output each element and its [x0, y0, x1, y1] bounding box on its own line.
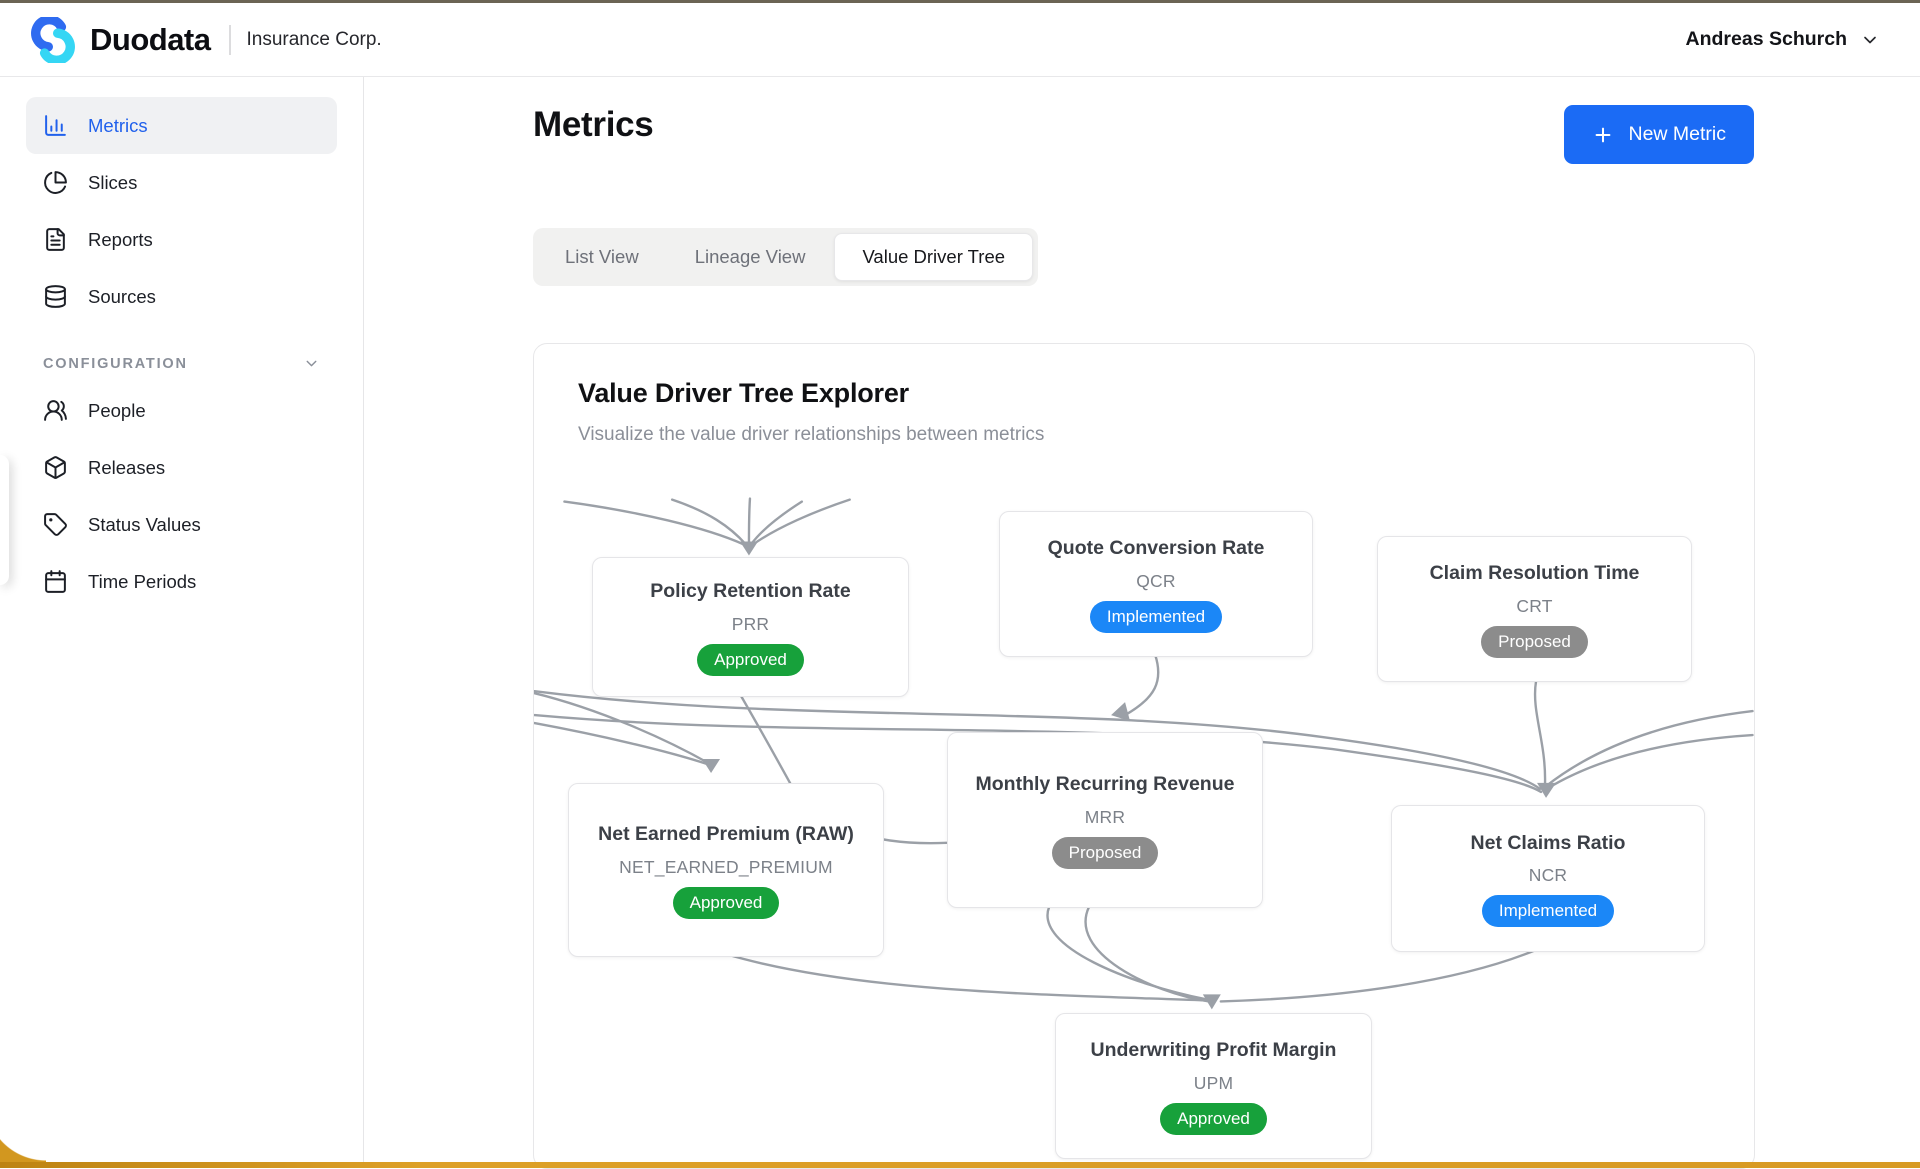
status-badge: Proposed	[1052, 837, 1159, 869]
tab-list-view[interactable]: List View	[538, 233, 666, 281]
metric-code: PRR	[732, 614, 770, 635]
sidebar-item-metrics[interactable]: Metrics	[26, 97, 337, 154]
status-badge: Approved	[1160, 1103, 1267, 1135]
chevron-down-icon	[1860, 30, 1880, 50]
section-label-text: CONFIGURATION	[43, 356, 188, 372]
metric-node-underwriting-profit-margin[interactable]: Underwriting Profit Margin UPM Approved	[1055, 1013, 1372, 1159]
metric-title: Net Claims Ratio	[1471, 830, 1626, 856]
status-badge: Implemented	[1482, 895, 1614, 927]
metric-node-monthly-recurring-revenue[interactable]: Monthly Recurring Revenue MRR Proposed	[947, 732, 1263, 908]
sidebar-item-label: Status Values	[88, 514, 201, 536]
metric-node-claim-resolution-time[interactable]: Claim Resolution Time CRT Proposed	[1377, 536, 1692, 682]
sidebar-item-label: Sources	[88, 286, 156, 308]
file-text-icon	[43, 227, 68, 252]
duodata-logo-icon	[30, 17, 76, 63]
pie-chart-icon	[43, 170, 68, 195]
explorer-title: Value Driver Tree Explorer	[578, 378, 909, 409]
status-badge: Implemented	[1090, 601, 1222, 633]
tenant-name: Insurance Corp.	[247, 29, 382, 51]
metric-node-quote-conversion-rate[interactable]: Quote Conversion Rate QCR Implemented	[999, 511, 1313, 657]
sidebar-item-label: People	[88, 400, 146, 422]
window-top-edge	[0, 0, 1920, 3]
value-driver-tree-card: Value Driver Tree Explorer Visualize the…	[533, 343, 1755, 1169]
tag-icon	[43, 512, 68, 537]
sidebar-item-sources[interactable]: Sources	[26, 268, 337, 325]
sidebar-item-label: Releases	[88, 457, 165, 479]
chevron-down-icon	[303, 355, 320, 372]
brand-name: Duodata	[90, 22, 211, 58]
new-metric-label: New Metric	[1628, 123, 1726, 146]
sidebar-item-people[interactable]: People	[26, 382, 337, 439]
explorer-subtitle: Visualize the value driver relationships…	[578, 424, 1044, 446]
main-content: Metrics New Metric List View Lineage Vie…	[364, 77, 1920, 1168]
package-icon	[43, 455, 68, 480]
metric-node-net-claims-ratio[interactable]: Net Claims Ratio NCR Implemented	[1391, 805, 1705, 952]
metric-title: Policy Retention Rate	[650, 578, 850, 604]
page-title: Metrics	[533, 105, 653, 145]
new-metric-button[interactable]: New Metric	[1564, 105, 1754, 164]
status-badge: Approved	[673, 887, 780, 919]
users-icon	[43, 398, 68, 423]
window-bottom-edge	[0, 1162, 1920, 1168]
sidebar-item-reports[interactable]: Reports	[26, 211, 337, 268]
metric-code: NCR	[1529, 865, 1568, 886]
window-corner	[0, 1100, 46, 1162]
sidebar-item-slices[interactable]: Slices	[26, 154, 337, 211]
metric-code: UPM	[1194, 1073, 1234, 1094]
brand[interactable]: Duodata	[30, 17, 211, 63]
sidebar-item-releases[interactable]: Releases	[26, 439, 337, 496]
status-badge: Approved	[697, 644, 804, 676]
metric-code: NET_EARNED_PREMIUM	[619, 857, 833, 878]
metric-title: Underwriting Profit Margin	[1091, 1037, 1337, 1063]
bar-chart-icon	[43, 113, 68, 138]
sidebar: Metrics Slices Reports Sources CONFIGURA…	[0, 77, 364, 1162]
metric-node-net-earned-premium[interactable]: Net Earned Premium (RAW) NET_EARNED_PREM…	[568, 783, 884, 957]
sidebar-item-time-periods[interactable]: Time Periods	[26, 553, 337, 610]
metric-code: MRR	[1085, 807, 1125, 828]
sidebar-section-configuration[interactable]: CONFIGURATION	[43, 355, 320, 372]
tab-lineage-view[interactable]: Lineage View	[668, 233, 833, 281]
sidebar-item-status-values[interactable]: Status Values	[26, 496, 337, 553]
metric-code: QCR	[1136, 571, 1176, 592]
app-header: Duodata Insurance Corp. Andreas Schurch	[0, 3, 1920, 77]
view-tabs: List View Lineage View Value Driver Tree	[533, 228, 1038, 286]
user-name: Andreas Schurch	[1686, 28, 1847, 51]
status-badge: Proposed	[1481, 626, 1588, 658]
tab-value-driver-tree[interactable]: Value Driver Tree	[834, 233, 1033, 281]
sidebar-item-label: Reports	[88, 229, 153, 251]
metric-title: Quote Conversion Rate	[1048, 535, 1265, 561]
plus-icon	[1592, 124, 1614, 146]
metric-code: CRT	[1516, 596, 1552, 617]
sidebar-item-label: Slices	[88, 172, 137, 194]
metric-title: Claim Resolution Time	[1430, 560, 1640, 586]
drawer-handle	[0, 455, 9, 585]
metric-node-policy-retention-rate[interactable]: Policy Retention Rate PRR Approved	[592, 557, 909, 697]
metric-title: Monthly Recurring Revenue	[976, 771, 1235, 797]
sidebar-item-label: Metrics	[88, 115, 148, 137]
header-divider	[229, 25, 231, 55]
sidebar-item-label: Time Periods	[88, 571, 196, 593]
calendar-icon	[43, 569, 68, 594]
database-icon	[43, 284, 68, 309]
user-menu[interactable]: Andreas Schurch	[1686, 28, 1880, 51]
page-header: Metrics New Metric	[533, 105, 1754, 164]
metric-title: Net Earned Premium (RAW)	[598, 821, 854, 847]
